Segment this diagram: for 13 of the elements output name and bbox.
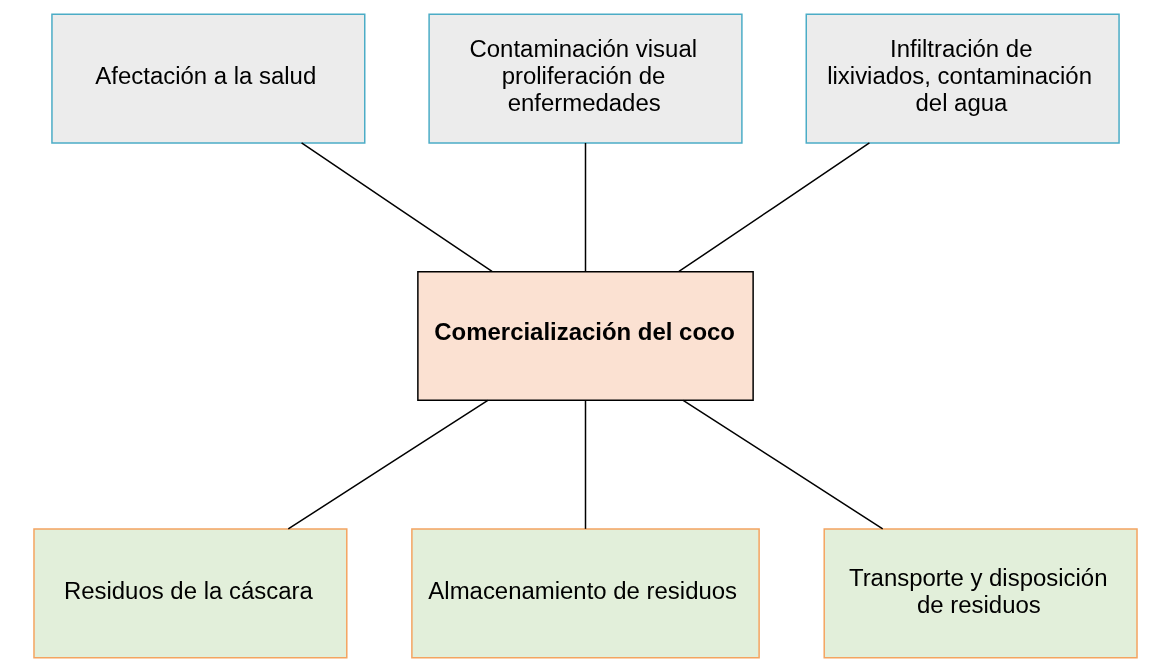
node-box: Infiltración de lixiviados, contaminación del agua: [805, 13, 1120, 144]
connector: [584, 142, 586, 273]
connector: [584, 399, 586, 530]
connector: [287, 399, 489, 530]
node-box: Contaminación visual proliferación de enfermedades: [427, 13, 743, 144]
node-box: Comercialización del coco: [416, 270, 754, 402]
node-box: Almacenamiento de residuos: [410, 528, 760, 659]
node-box: Afectación a la salud: [50, 13, 365, 144]
node-box: Transporte y disposición de residuos: [822, 528, 1138, 659]
connector: [677, 142, 870, 273]
connector: [300, 142, 493, 273]
connector: [681, 399, 883, 530]
node-box: Residuos de la cáscara: [32, 528, 348, 659]
